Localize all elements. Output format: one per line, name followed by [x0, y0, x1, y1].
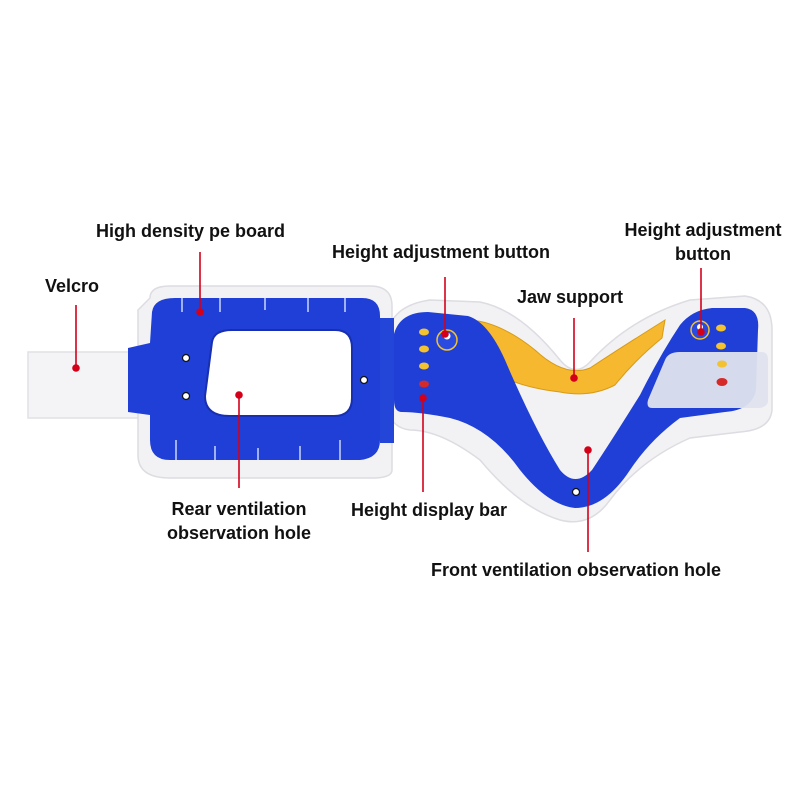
label-rear-ventilation-hole: Rear ventilation observation hole — [152, 497, 326, 545]
rivets — [181, 353, 581, 497]
rear-ventilation-hole — [203, 329, 353, 417]
label-velcro: Velcro — [45, 276, 100, 296]
leader-lines — [75, 252, 702, 552]
leader-dots — [72, 308, 705, 454]
rear-panel-slots — [175, 298, 346, 460]
velcro-strap — [27, 351, 141, 419]
label-height-display-bar: Height display bar — [351, 500, 508, 520]
label-height-adjustment-button-right-line1: Height adjustment — [624, 220, 782, 240]
label-height-adjustment-button-center: Height adjustment button — [332, 242, 550, 262]
connector-strip — [380, 318, 394, 443]
label-front-ventilation-hole: Front ventilation observation hole — [431, 560, 722, 580]
label-height-adjustment-button-right: Height adjustment button — [612, 218, 794, 266]
label-height-adjustment-button-right-line2: button — [675, 244, 731, 264]
label-jaw-support: Jaw support — [517, 287, 624, 307]
label-rear-ventilation-hole-line2: observation hole — [166, 523, 312, 543]
front-velcro-patch — [647, 352, 768, 408]
label-rear-ventilation-hole-line1: Rear ventilation — [171, 499, 307, 519]
label-pe-board: High density pe board — [96, 221, 286, 241]
height-display-buttons — [419, 328, 429, 388]
